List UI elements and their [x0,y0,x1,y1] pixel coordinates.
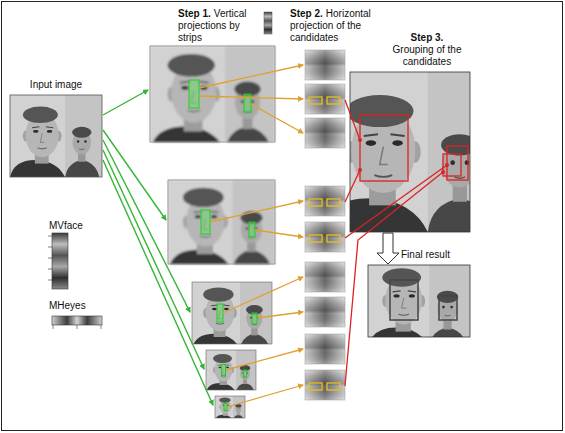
node-title: Input image [8,79,104,91]
input-image: Input image [10,95,102,177]
final-photo [368,255,470,347]
input-photo [10,95,102,178]
grouping-dots [358,138,449,174]
grouping-lines [345,100,468,386]
colorbar-label: MVface [49,220,83,231]
colorbar-label: MHeyes [49,300,86,311]
label-group: MHeyes [49,300,119,312]
node-title: Final result [401,249,470,261]
node-heading: Final result [401,249,470,261]
candidate-arrows [199,65,303,407]
scaled-images [150,38,275,421]
scale-arrows [103,90,213,405]
node-heading: Input image [8,79,104,91]
step-heading: Step 1. [178,8,211,19]
step-heading: Step 2. [290,8,323,19]
mheyes-colorbar [52,316,102,329]
grouping-photo [321,72,499,232]
candidate-strips [189,80,257,411]
grouping-image: Step 3.Grouping of the candidates [350,72,470,232]
label-group: Step 2.Horizontal projection of the cand… [290,8,384,44]
node-body: Grouping of the candidates [384,44,470,68]
node-heading: Step 3.Grouping of the candidates [384,32,470,68]
final-result-image: Final result [368,265,470,337]
eye-boxes [309,97,340,390]
mvface-colorbar [48,233,68,289]
strip-icon [264,12,272,34]
label-group: MVface [49,220,119,232]
projection-strips [305,50,345,400]
label-group: Step 1.Vertical projections by strips [178,8,262,44]
node-title: Step 3. [384,32,470,44]
hollow-arrow [377,233,399,264]
